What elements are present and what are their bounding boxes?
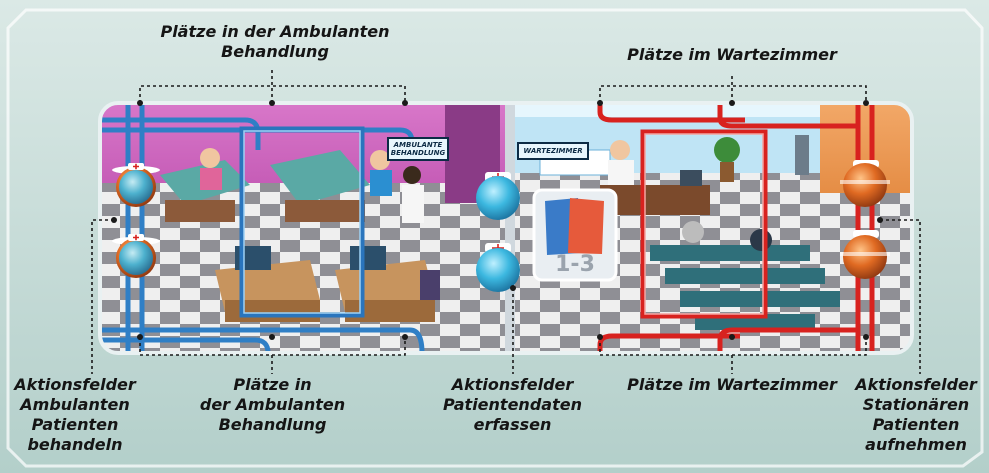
label-top-right: Plätze im Wartezimmer (627, 45, 837, 64)
sign-ambulant-line-1: AMBULANTE (393, 141, 443, 149)
waiting-slot-frame (640, 129, 768, 319)
label-bottom-left-action: Aktionsfelder Ambulanten Patienten behan… (0, 375, 150, 455)
label-bottom-left-places-line-2: der Ambulanten (199, 395, 346, 414)
sign-ambulant-line-2: BEHANDLUNG (390, 149, 446, 157)
action-token-data-1 (476, 172, 520, 220)
sign-ambulant-frame (387, 137, 449, 161)
label-top-left: Plätze in der Ambulanten Behandlung (155, 22, 395, 62)
action-token-outpatient-1 (112, 163, 160, 207)
sign-ambulant: AMBULANTE BEHANDLUNG (388, 141, 448, 157)
label-bottom-left-places: Plätze in der Ambulanten Behandlung (170, 375, 375, 435)
label-bottom-center-line-1: Aktionsfelder (451, 375, 574, 394)
label-bottom-right-action-line-2: Stationären (862, 395, 970, 414)
label-top-left-line-2: Behandlung (221, 42, 329, 61)
label-bottom-right-places: Plätze im Wartezimmer (627, 375, 837, 394)
label-bottom-left-action-line-2: Ambulanten (20, 395, 130, 414)
outpatient-pipes (100, 103, 425, 353)
label-bottom-center: Aktionsfelder Patientendaten erfassen (425, 375, 600, 435)
label-bottom-left-action-line-3: Patienten (31, 415, 119, 434)
waiting-room-illustration (539, 135, 840, 330)
label-bottom-center-line-3: erfassen (473, 415, 552, 434)
label-bottom-left-action-line-1: Aktionsfelder (14, 375, 136, 394)
label-bottom-right-action-line-4: aufnehmen (865, 435, 967, 454)
label-bottom-left-action-line-4: behandeln (27, 435, 123, 454)
action-token-data-2 (476, 243, 520, 292)
label-bottom-center-line-2: Patientendaten (443, 395, 582, 414)
label-bottom-left-places-line-1: Plätze in (233, 375, 312, 394)
callout-dots (111, 100, 883, 340)
card-art (545, 198, 604, 255)
label-bottom-left-places-line-3: Behandlung (218, 415, 327, 434)
action-token-inpatient-1 (840, 160, 890, 207)
callout-lines (91, 70, 921, 374)
action-token-inpatient-2 (840, 230, 890, 279)
label-bottom-right-action-line-3: Patienten (872, 415, 960, 434)
label-bottom-right-action-line-1: Aktionsfelder (855, 375, 977, 394)
sign-waiting: WARTEZIMMER (523, 147, 583, 155)
sign-waiting-frame (517, 142, 589, 160)
card-range: 1-3 (555, 252, 595, 277)
action-token-outpatient-2 (112, 234, 160, 278)
outpatient-slot-frame (239, 126, 365, 318)
label-bottom-right-action: Aktionsfelder Stationären Patienten aufn… (843, 375, 989, 455)
label-top-left-line-1: Plätze in der Ambulanten (160, 22, 390, 41)
